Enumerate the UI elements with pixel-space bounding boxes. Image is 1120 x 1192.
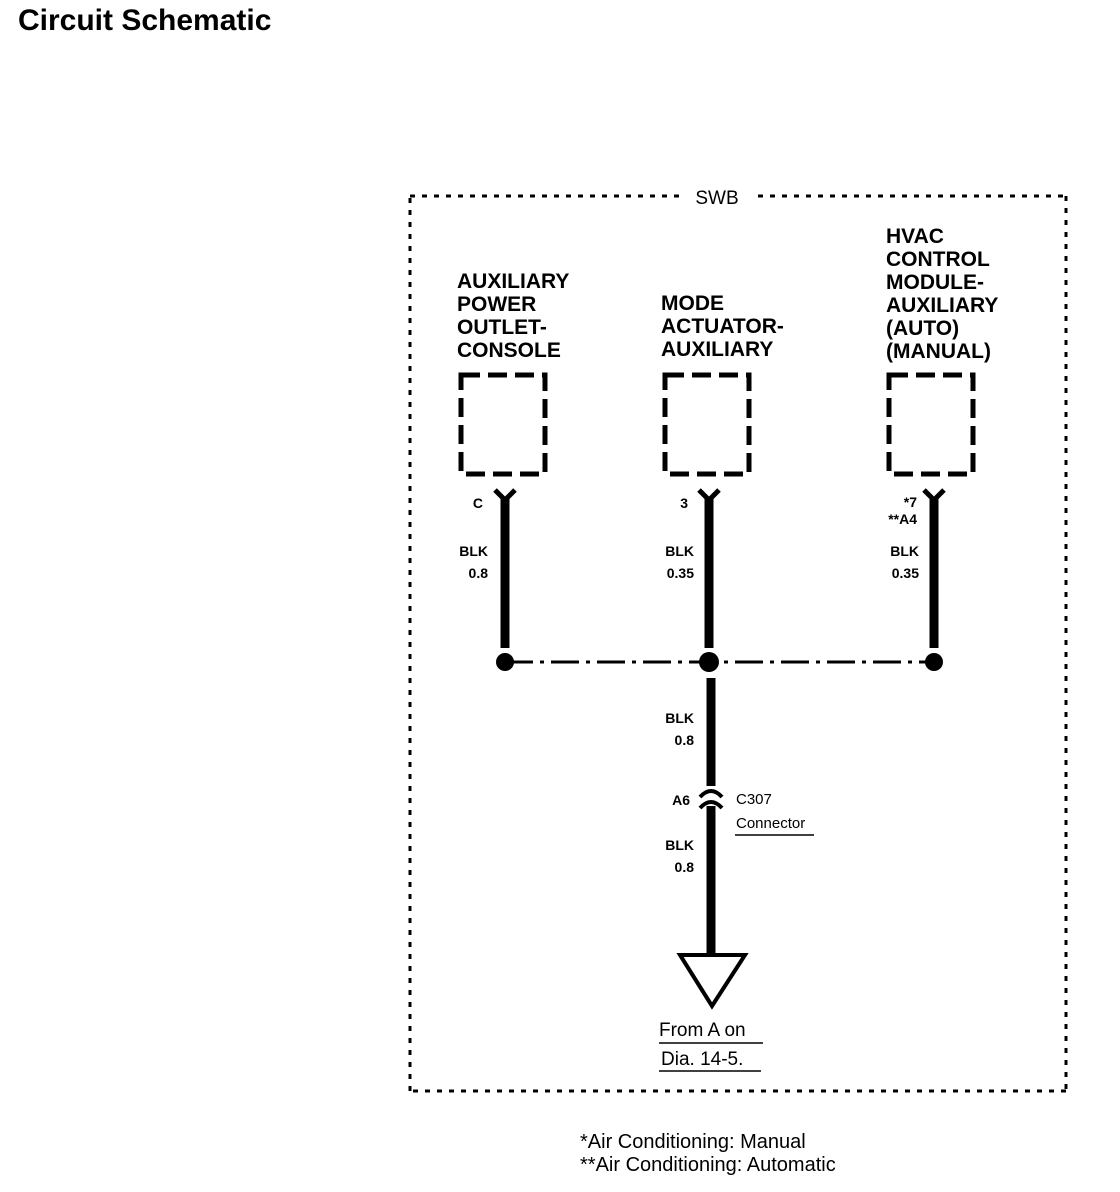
wire-size: 0.8 xyxy=(675,859,695,875)
wire-size: 0.35 xyxy=(892,565,919,581)
pin-label: 3 xyxy=(680,495,688,511)
connector-id: C307 xyxy=(736,791,772,808)
splice-dot xyxy=(925,653,943,671)
connector-label: Connector xyxy=(736,815,805,832)
connector-symbol xyxy=(698,800,724,810)
wire-size: 0.8 xyxy=(469,565,489,581)
region-label: SWB xyxy=(695,188,738,209)
component-box xyxy=(662,372,752,477)
pin-label: **A4 xyxy=(888,511,917,527)
component-name: AUXILIARY POWER OUTLET- CONSOLE xyxy=(457,270,575,362)
wire-color: BLK xyxy=(459,543,488,559)
splice-dot xyxy=(699,652,719,672)
connector-pin: A6 xyxy=(672,792,690,808)
splice-dot xyxy=(496,653,514,671)
pin-label: C xyxy=(473,495,483,511)
component-auxiliary-power-outlet: AUXILIARY POWER OUTLET- CONSOLE C BLK 0.… xyxy=(457,270,575,648)
swb-boundary xyxy=(408,194,1068,1093)
connector-c307: A6 C307 Connector xyxy=(672,789,814,836)
footnotes: *Air Conditioning: Manual **Air Conditio… xyxy=(580,1131,836,1177)
component-box xyxy=(886,372,976,477)
reference-text-line1: From A on xyxy=(659,1020,746,1041)
wire-color: BLK xyxy=(890,543,919,559)
component-box xyxy=(458,372,548,477)
footnote: *Air Conditioning: Manual xyxy=(580,1131,806,1153)
wire-size: 0.35 xyxy=(667,565,694,581)
component-mode-actuator: MODE ACTUATOR- AUXILIARY 3 BLK 0.35 xyxy=(661,292,790,648)
wire-color: BLK xyxy=(665,837,694,853)
pin-label: *7 xyxy=(904,494,917,510)
wire-color: BLK xyxy=(665,543,694,559)
component-hvac-control-module: HVAC CONTROL MODULE- AUXILIARY (AUTO) (M… xyxy=(886,225,1004,648)
component-name: MODE ACTUATOR- AUXILIARY xyxy=(661,292,790,361)
page-title: Circuit Schematic xyxy=(18,4,272,37)
wire-size: 0.8 xyxy=(675,732,695,748)
component-name: HVAC CONTROL MODULE- AUXILIARY (AUTO) (M… xyxy=(886,225,1004,363)
wire-color: BLK xyxy=(665,710,694,726)
reference-text-line2: Dia. 14-5. xyxy=(661,1049,743,1070)
footnote: **Air Conditioning: Automatic xyxy=(580,1154,836,1176)
offpage-reference-triangle xyxy=(676,953,749,1010)
connector-symbol xyxy=(698,789,724,799)
